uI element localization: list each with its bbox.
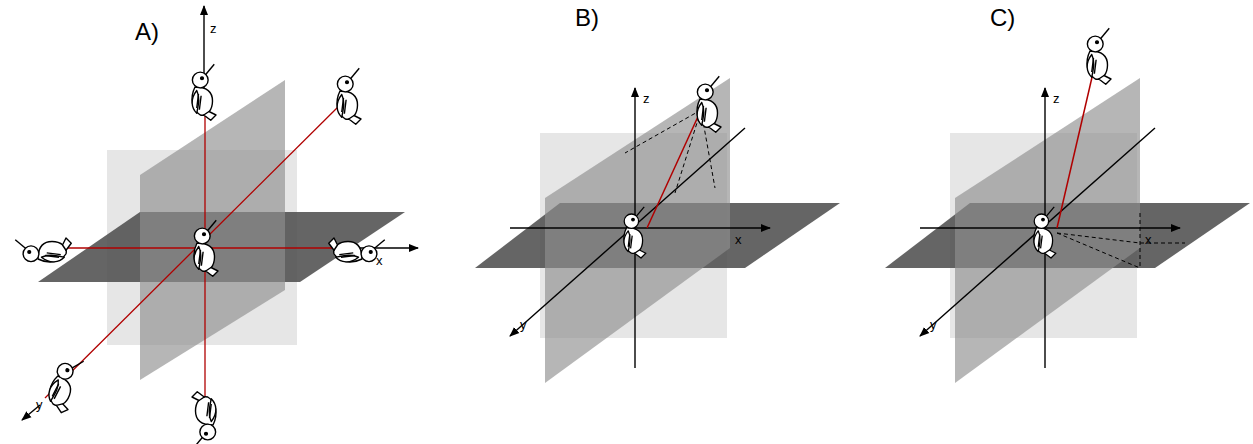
axis-label: x bbox=[1145, 233, 1152, 246]
axis-label: z bbox=[210, 22, 217, 35]
axis-label: z bbox=[643, 92, 650, 105]
panel-label: B) bbox=[575, 6, 599, 30]
panel-label: C) bbox=[990, 6, 1015, 30]
axis-label: x bbox=[735, 233, 742, 246]
axis-label: x bbox=[376, 254, 383, 267]
axis-label: z bbox=[1053, 92, 1060, 105]
axis-label: y bbox=[36, 398, 43, 411]
axis-label: y bbox=[520, 318, 527, 331]
panel-label: A) bbox=[135, 20, 159, 44]
axis-label: y bbox=[930, 318, 937, 331]
